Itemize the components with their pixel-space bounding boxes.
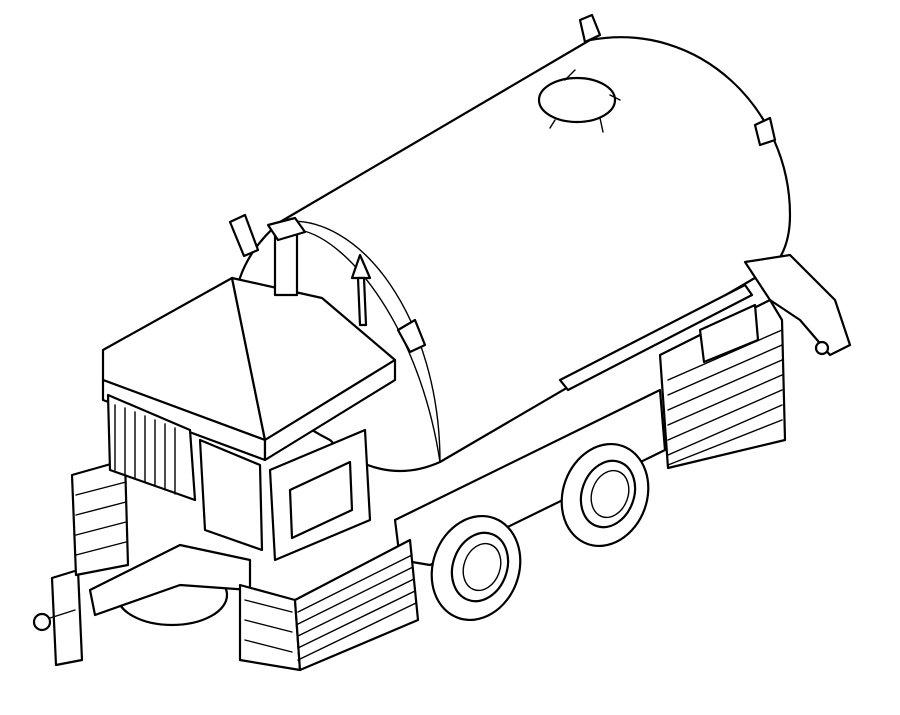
front-left-fender — [70, 458, 130, 577]
towing-eye — [32, 612, 52, 632]
wheel — [430, 514, 522, 622]
wheel — [560, 442, 650, 548]
lifting-lug — [396, 318, 427, 354]
rear-fender — [658, 298, 787, 470]
hitch-plate — [50, 568, 84, 667]
lifting-lug — [578, 13, 602, 44]
drawbar — [32, 543, 252, 667]
front-right-fender — [238, 538, 420, 672]
lifting-lug — [753, 116, 777, 147]
lifting-lug — [228, 213, 260, 258]
manhole-hatch — [537, 76, 617, 124]
engine-cabinet — [101, 216, 397, 562]
